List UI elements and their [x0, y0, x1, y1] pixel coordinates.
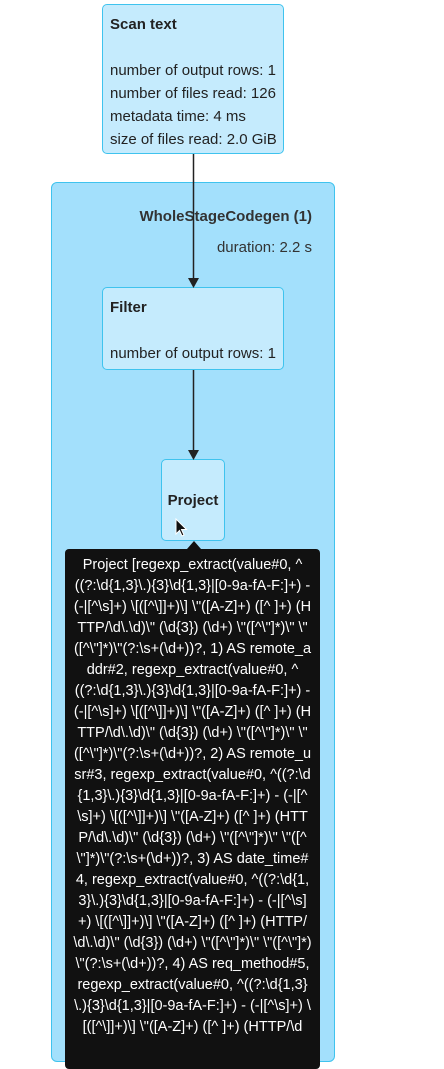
scan-metric-files-read: number of files read: 126 — [110, 85, 276, 102]
edge-scan-to-filter-arrowhead — [188, 278, 199, 288]
mouse-cursor-icon — [175, 518, 188, 537]
scan-text-node[interactable]: Scan text number of output rows: 1 numbe… — [102, 4, 284, 154]
filter-metric-output-rows: number of output rows: 1 — [110, 345, 276, 362]
project-tooltip: Project [regexp_extract(value#0, ^((?:\d… — [65, 549, 320, 1069]
filter-node[interactable]: Filter number of output rows: 1 — [102, 287, 284, 370]
scan-metric-metadata-time: metadata time: 4 ms — [110, 108, 246, 125]
project-node[interactable]: Project — [161, 459, 225, 541]
codegen-title: WholeStageCodegen (1) — [139, 208, 312, 225]
filter-title: Filter — [110, 299, 147, 316]
tooltip-arrow — [187, 541, 201, 549]
scan-metric-output-rows: number of output rows: 1 — [110, 62, 276, 79]
edge-filter-to-project-arrowhead — [188, 450, 199, 460]
scan-title: Scan text — [110, 16, 177, 33]
codegen-duration: duration: 2.2 s — [216, 239, 312, 256]
scan-metric-size-read: size of files read: 2.0 GiB — [110, 131, 277, 148]
project-title: Project — [167, 491, 219, 509]
